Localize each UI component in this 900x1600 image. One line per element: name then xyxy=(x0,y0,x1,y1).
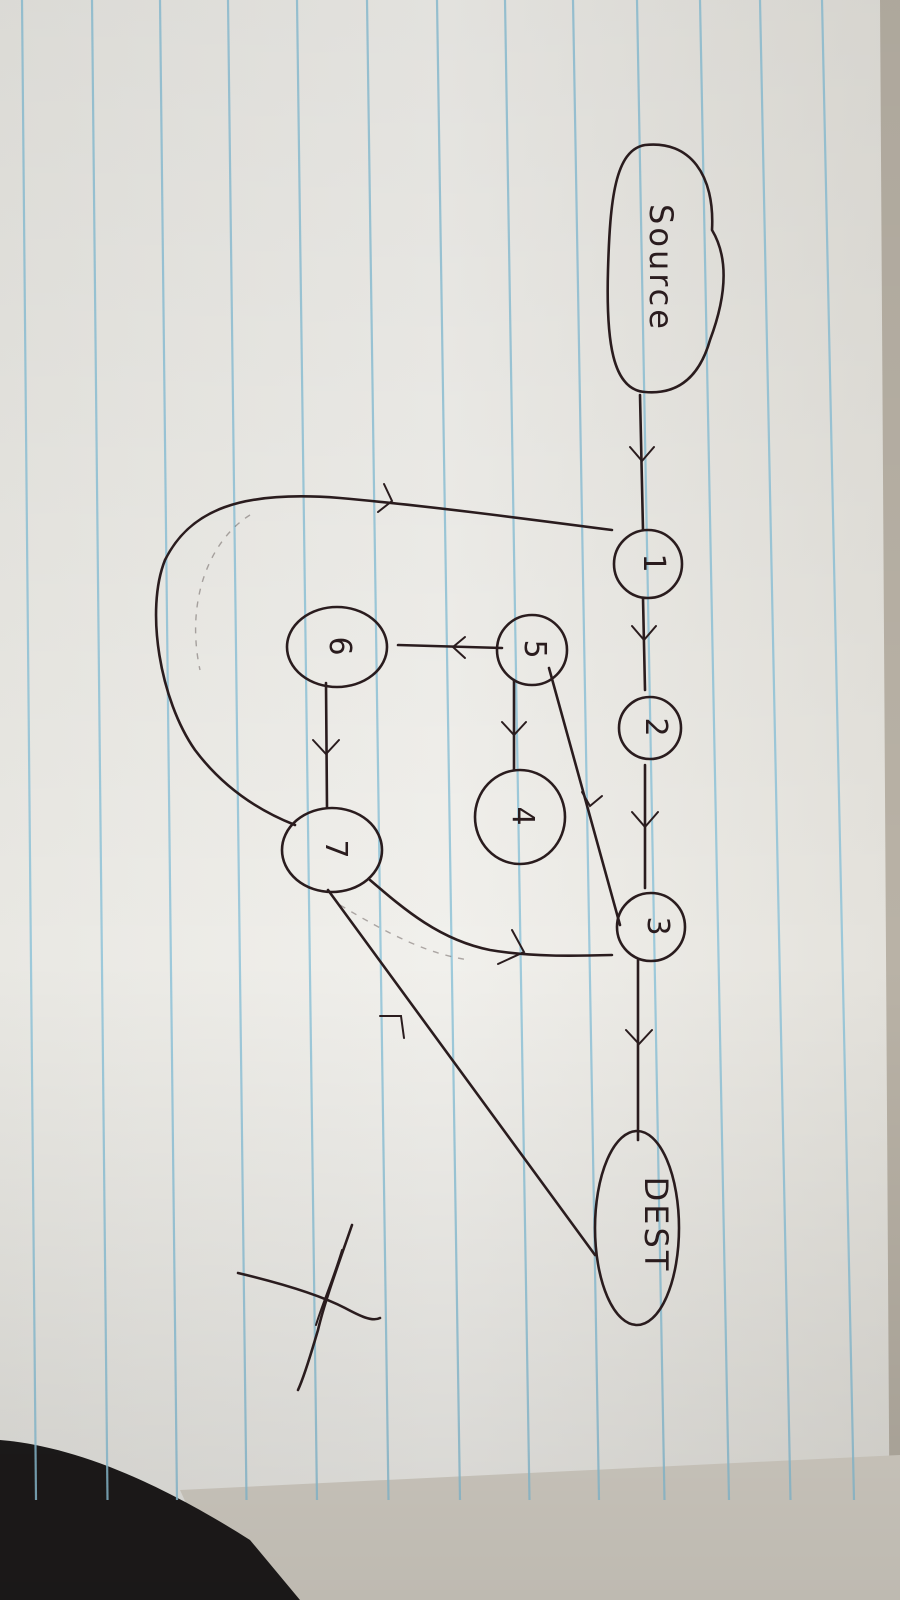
edge-5-3-arrowhead xyxy=(581,791,603,808)
node-2-outline xyxy=(617,695,683,761)
node-source-label: Source xyxy=(642,204,680,332)
node-source-outline xyxy=(606,143,725,394)
node-5: 5 xyxy=(495,613,569,687)
node-4-outline xyxy=(473,768,567,866)
edge-7-dest xyxy=(326,888,597,1257)
edge-1-7-arrowhead xyxy=(377,483,394,513)
edge-source-1-arrowhead xyxy=(629,446,655,463)
node-2-label: 2 xyxy=(638,717,673,736)
node-4: 4 xyxy=(473,768,567,866)
node-1-label: 1 xyxy=(636,553,671,572)
node-dest: DEST xyxy=(593,1129,681,1327)
node-dest-outline xyxy=(593,1129,681,1327)
node-7-outline xyxy=(280,806,384,894)
edge-6-7-arrowhead xyxy=(312,739,340,756)
edge-5-4-arrowhead xyxy=(501,721,527,737)
node-3: 3 xyxy=(615,891,687,963)
edge-3-dest-arrowhead xyxy=(625,1029,653,1046)
edge-1-2-arrowhead xyxy=(631,625,657,642)
node-7-label: 7 xyxy=(318,839,353,858)
node-1-outline xyxy=(612,528,684,600)
node-5-outline xyxy=(495,613,569,687)
edge-7-dest-arrowhead xyxy=(379,1015,405,1039)
node-3-label: 3 xyxy=(640,916,675,935)
node-6-label: 6 xyxy=(322,636,357,655)
edge-7-3-arrowhead xyxy=(497,929,526,965)
node-1: 1 xyxy=(612,528,684,600)
edge-5-6-arrowhead xyxy=(451,636,466,659)
node-7: 7 xyxy=(280,806,384,894)
edge-source-1 xyxy=(638,393,645,532)
node-6-outline xyxy=(285,605,389,689)
node-3-outline xyxy=(615,891,687,963)
cross-mark-scribble xyxy=(236,1223,382,1392)
edge-1-2 xyxy=(641,596,647,692)
smudges xyxy=(194,514,471,961)
node-5-label: 5 xyxy=(517,639,552,658)
node-2: 2 xyxy=(617,695,683,761)
edge-6-7 xyxy=(324,681,329,810)
edge-1-7-loop xyxy=(154,494,614,827)
edge-2-3-arrowhead xyxy=(631,811,659,829)
node-dest-label: DEST xyxy=(637,1177,675,1274)
edge-5-6 xyxy=(396,643,504,650)
node-4-label: 4 xyxy=(505,806,540,825)
node-6: 6 xyxy=(285,605,389,689)
edges xyxy=(154,393,659,1257)
edge-7-3 xyxy=(368,878,614,958)
node-source: Source xyxy=(606,143,725,394)
